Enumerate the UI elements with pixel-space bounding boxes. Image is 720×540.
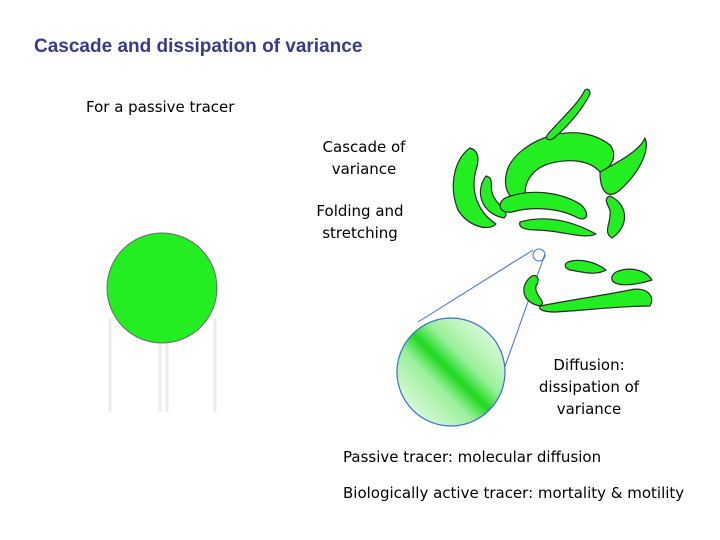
folding-label: Folding and stretching [296, 200, 424, 244]
diffusion-label: Diffusion: dissipation of variance [530, 354, 648, 420]
cascade-label-line1: Cascade of [322, 138, 406, 156]
diffusion-label-line2: dissipation of [538, 378, 640, 396]
passive-tracer-note: Passive tracer: molecular diffusion [343, 448, 602, 466]
blob-streaks [108, 318, 217, 412]
initial-tracer-blob [106, 232, 218, 344]
diffusion-label-line1: Diffusion: [553, 356, 625, 374]
diffusion-zoom-circle [396, 317, 506, 427]
cascade-label: Cascade of variance [300, 136, 428, 180]
cascade-label-line2: variance [331, 160, 397, 178]
folding-label-line1: Folding and [316, 202, 404, 220]
slide-title: Cascade and dissipation of variance [34, 36, 363, 57]
folding-label-line2: stretching [322, 224, 398, 242]
bio-tracer-note: Biologically active tracer: mortality & … [343, 484, 685, 502]
folded-tracer-filaments [452, 88, 653, 313]
diffusion-label-line3: variance [556, 400, 622, 418]
zoom-lines [417, 249, 546, 373]
subtitle: For a passive tracer [86, 98, 235, 116]
zoom-target-circle [532, 248, 546, 262]
